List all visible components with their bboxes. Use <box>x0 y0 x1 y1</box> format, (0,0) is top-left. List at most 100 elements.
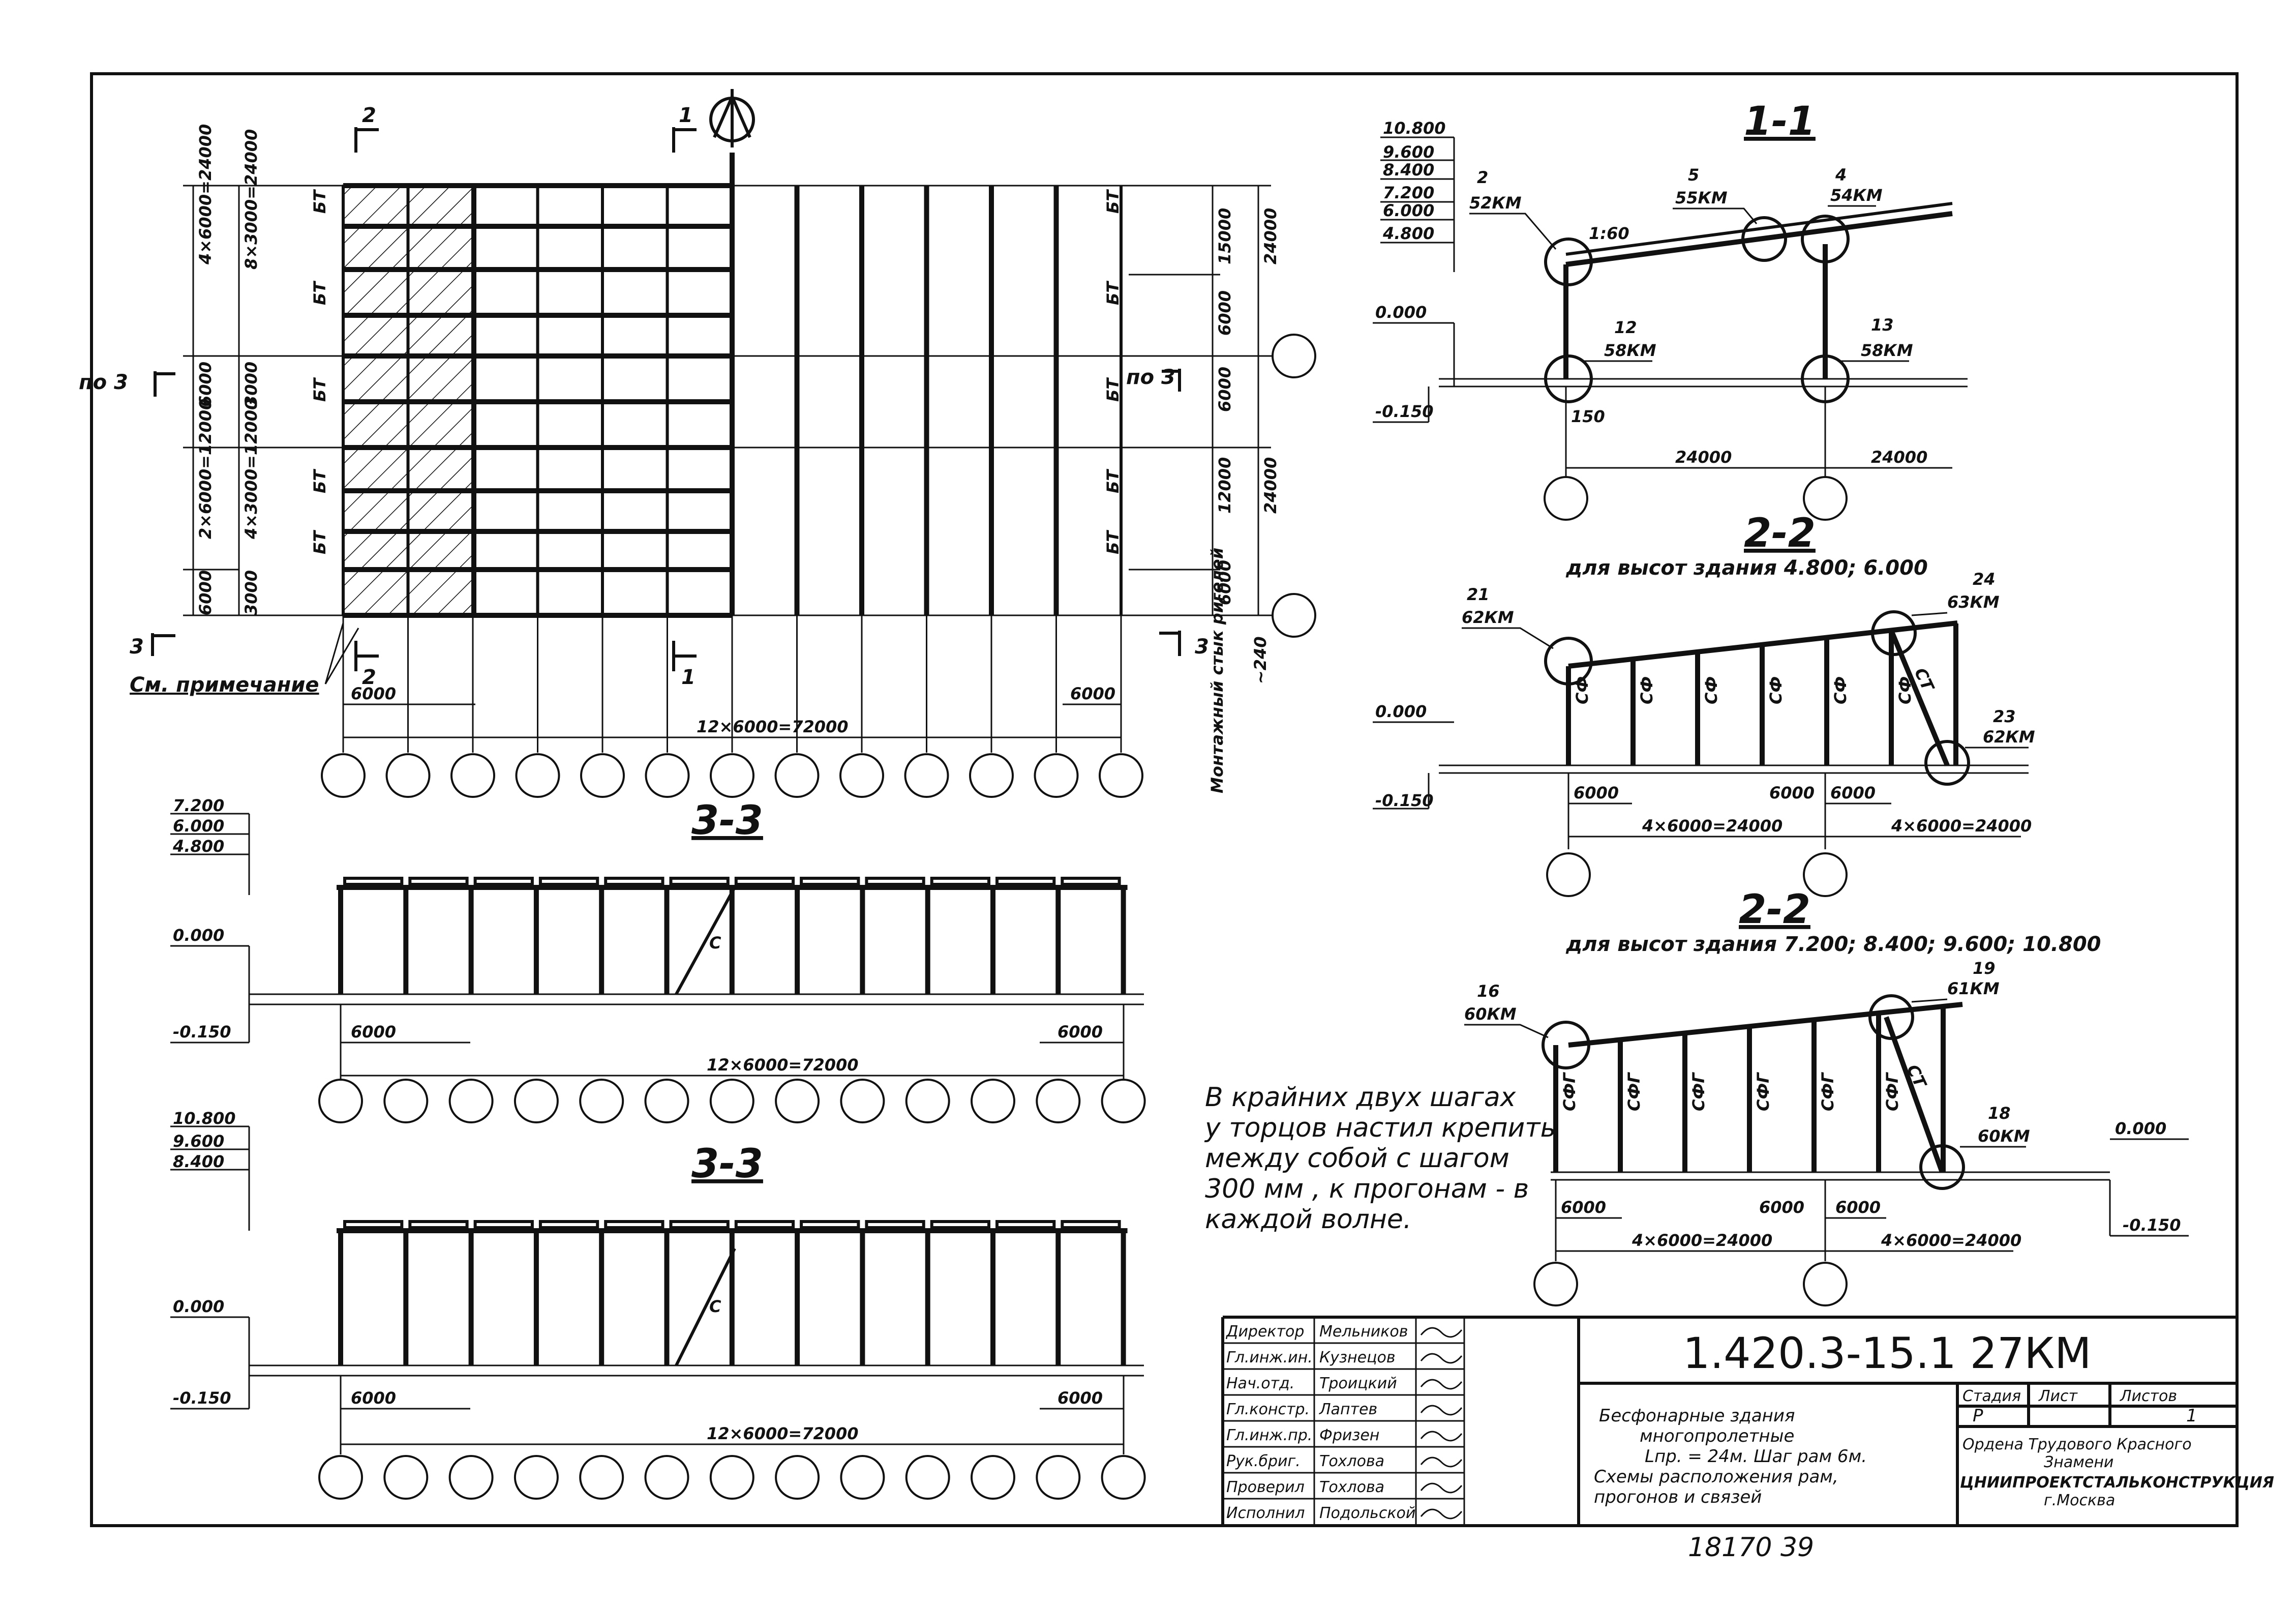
section-girder <box>604 877 664 886</box>
signature <box>1420 1482 1463 1494</box>
svg-text:21: 21 <box>1467 585 1490 604</box>
svg-text:23: 23 <box>1993 707 2016 726</box>
axis-bubble <box>904 753 949 798</box>
section-3-3b-axis-bubbles <box>318 1455 1146 1500</box>
section-3-3-high: 3-3 10.800 9.600 8.400 0.000 -0.150 С 60… <box>170 1109 1146 1500</box>
svg-text:60КМ: 60КМ <box>1978 1126 2030 1146</box>
signature <box>1420 1379 1463 1390</box>
staff-role: Исполнил <box>1226 1504 1305 1522</box>
plan-dim-right-total-1: 24000 <box>1261 208 1280 264</box>
signature <box>1420 1431 1463 1442</box>
cut-mark-3-left: 3 <box>130 635 144 659</box>
staff-name: Кузнецов <box>1319 1349 1396 1366</box>
axis-bubble <box>644 1079 689 1123</box>
plan-dim-left-3: 6000 <box>196 362 215 407</box>
plan-dim-right-3: 6000 <box>1215 367 1234 412</box>
plan-dim-left-7: 6000 <box>196 570 215 615</box>
plan-dim-bay-right: 6000 <box>1070 684 1115 703</box>
axis-bubble <box>1101 1079 1146 1123</box>
svg-text:13: 13 <box>1871 315 1894 335</box>
section-girder <box>538 877 599 886</box>
svg-text:4×6000=24000: 4×6000=24000 <box>1891 816 2032 836</box>
signature <box>1420 1508 1463 1520</box>
plan-dim-left-4: 3000 <box>241 362 261 407</box>
staff-name: Тохлова <box>1319 1452 1384 1470</box>
compass-icon <box>709 89 755 147</box>
svg-text:52КМ: 52КМ <box>1469 193 1522 213</box>
staff-role: Нач.отд. <box>1226 1375 1294 1392</box>
plan-dim-left-6: 4×3000=12000 <box>241 399 261 540</box>
section-1-1-zero: 0.000 <box>1375 303 1427 322</box>
axis-bubble <box>580 753 625 798</box>
section-1-1-title: 1-1 <box>1744 99 1816 144</box>
axis-bubble <box>448 1455 494 1500</box>
svg-text:Листов: Листов <box>2120 1387 2177 1405</box>
staff-name: Лаптев <box>1319 1401 1377 1418</box>
post-label: СФ <box>1702 676 1721 704</box>
svg-text:0.000: 0.000 <box>173 926 224 945</box>
node-4 <box>1801 215 1850 263</box>
svg-text:-0.150: -0.150 <box>1375 791 1434 810</box>
section-girder <box>604 1220 664 1229</box>
section-girder <box>930 1220 990 1229</box>
section-girder <box>1061 877 1121 886</box>
svg-text:16: 16 <box>1477 982 1500 1001</box>
svg-text:4×6000=24000: 4×6000=24000 <box>1881 1231 2021 1250</box>
svg-text:1: 1 <box>2186 1406 2197 1426</box>
plan-dim-left-1: 4×6000=24000 <box>196 124 215 265</box>
svg-text:58КМ: 58КМ <box>1861 341 1913 360</box>
node-5 <box>1741 216 1787 262</box>
signature <box>1420 1405 1463 1416</box>
axis-bubble <box>775 1079 820 1123</box>
svg-text:2: 2 <box>1477 168 1488 187</box>
plan-dim-bay-left: 6000 <box>351 684 396 703</box>
axis-bubble <box>1099 753 1143 798</box>
section-2-2a-title: 2-2 <box>1744 511 1816 556</box>
staff-role: Гл.инж.пр. <box>1226 1426 1312 1444</box>
plan-bt-label: БТ <box>310 377 329 402</box>
axis-bubble <box>774 753 820 798</box>
staff-role: Проверил <box>1226 1478 1305 1496</box>
axis-bubble <box>513 1455 559 1500</box>
svg-text:6000: 6000 <box>1561 1198 1606 1217</box>
svg-text:62КМ: 62КМ <box>1983 727 2035 747</box>
svg-text:-0.150: -0.150 <box>2123 1215 2181 1235</box>
staff-role: Рук.бриг. <box>1226 1452 1301 1470</box>
document-code: 1.420.3-15.1 27КМ <box>1683 1328 2092 1378</box>
svg-text:6000: 6000 <box>1830 783 1876 802</box>
plan-dim-right-total-2: 24000 <box>1261 457 1280 514</box>
svg-text:24: 24 <box>1973 570 1996 589</box>
post-label: СФГ <box>1754 1072 1773 1111</box>
svg-text:прогонов и связей: прогонов и связей <box>1594 1487 1762 1507</box>
svg-text:6.000: 6.000 <box>1383 201 1434 220</box>
post-label: СФГ <box>1883 1072 1902 1111</box>
svg-text:6000: 6000 <box>351 1388 396 1408</box>
axis-bubble <box>383 1455 429 1500</box>
section-girder <box>800 877 860 886</box>
section-girder <box>473 1220 534 1229</box>
axis-bubble <box>709 1455 754 1500</box>
axis-bubble <box>579 1079 624 1123</box>
svg-text:СТ: СТ <box>1903 1061 1931 1091</box>
svg-text:8.400: 8.400 <box>1383 160 1434 180</box>
post-label: СФГ <box>1624 1072 1644 1111</box>
svg-text:58КМ: 58КМ <box>1604 341 1656 360</box>
svg-text:Знамени: Знамени <box>2044 1453 2113 1471</box>
svg-text:9.600: 9.600 <box>173 1132 224 1151</box>
cut-mark-2-top: 2 <box>362 104 376 127</box>
section-girder <box>865 877 925 886</box>
axis-bubble <box>515 753 560 798</box>
svg-text:5: 5 <box>1688 165 1699 185</box>
svg-text:54КМ: 54КМ <box>1830 186 1883 205</box>
section-girder <box>538 1220 599 1229</box>
svg-text:62КМ: 62КМ <box>1462 608 1514 627</box>
svg-text:0.000: 0.000 <box>2115 1119 2166 1138</box>
axis-bubble <box>1034 753 1079 798</box>
plan-bt-label: БТ <box>310 189 329 214</box>
axis-bubble <box>450 753 495 798</box>
plan-offset: ~240 <box>1251 636 1270 684</box>
